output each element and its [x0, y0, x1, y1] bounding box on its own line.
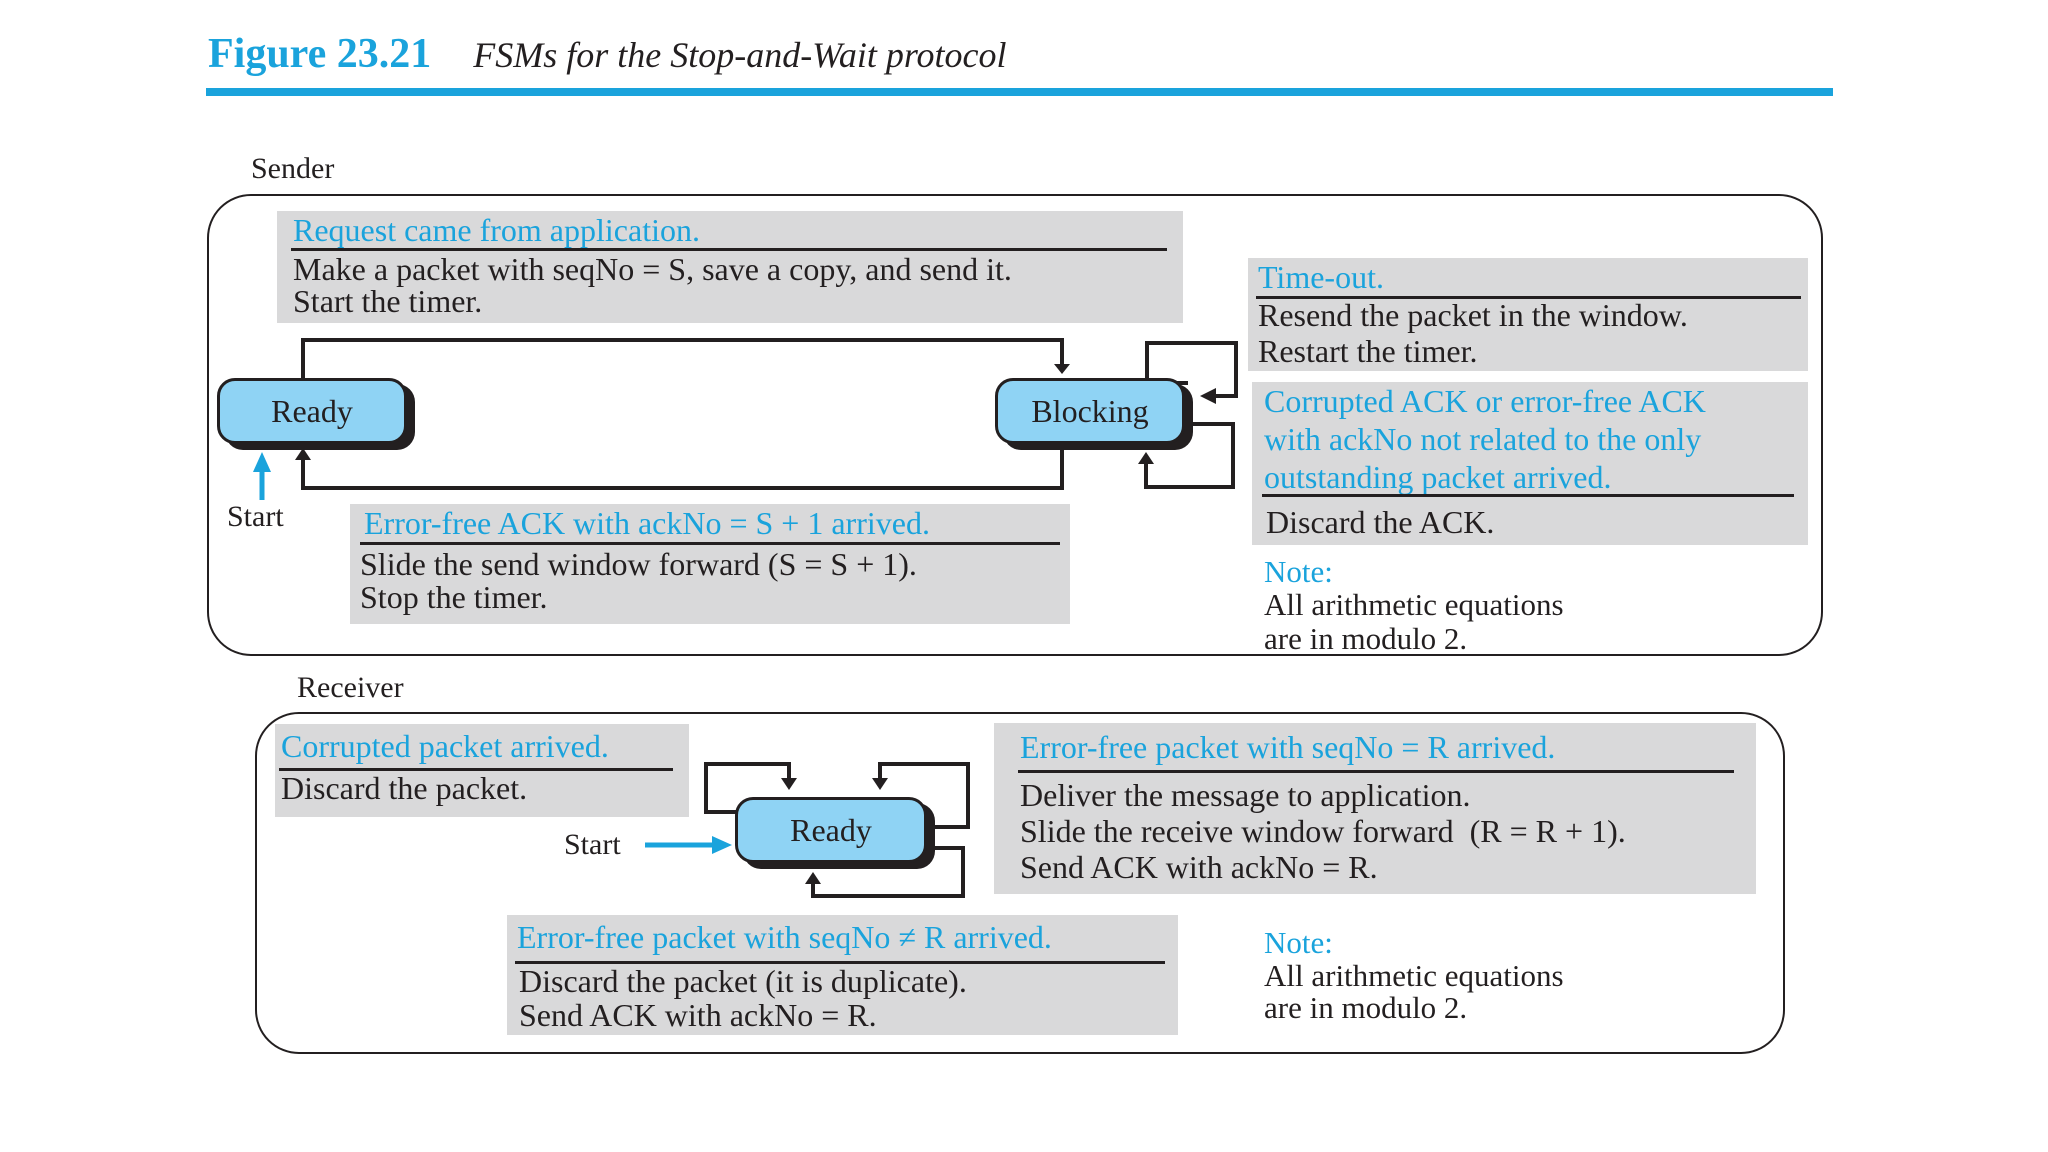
sender-start-arrowhead: [253, 452, 271, 472]
sender-note-heading: Note:: [1264, 554, 1333, 589]
sender-badack-box: Corrupted ACK or error-free ACK with ack…: [1252, 382, 1808, 545]
sender-request-box: Request came from application. Make a pa…: [277, 211, 1183, 323]
badack-arrowhead: [1138, 452, 1154, 464]
corrupted-arrowhead: [781, 778, 797, 790]
sender-label: Sender: [251, 152, 335, 185]
figure-caption: FSMs for the Stop-and-Wait protocol: [473, 35, 1007, 75]
sender-timeout-box: Time-out. Resend the packet in the windo…: [1248, 258, 1808, 371]
sender-badack-rule: [1262, 494, 1794, 497]
receiver-note-heading: Note:: [1264, 925, 1333, 960]
sender-request-action-2: Start the timer.: [293, 283, 483, 319]
send-arrowhead: [1054, 364, 1070, 374]
duplicate-loop-line: [811, 846, 965, 898]
timeout-arrowhead: [1200, 388, 1216, 404]
sender-request-rule: [291, 248, 1167, 251]
sender-request-action-1: Make a packet with seqNo = S, save a cop…: [293, 251, 1012, 287]
receiver-note-line-2: are in modulo 2.: [1264, 990, 1468, 1025]
sender-note-line-2: are in modulo 2.: [1264, 621, 1468, 656]
receiver-state-ready: Ready: [735, 797, 927, 863]
sender-panel: [207, 194, 1823, 656]
sender-ack-rule: [360, 542, 1060, 545]
receiver-corrupted-rule: [279, 768, 673, 771]
inorder-arrowhead: [872, 778, 888, 790]
receiver-start-arrowhead: [712, 836, 732, 854]
receiver-panel: [255, 712, 1785, 1054]
inorder-loop-line: [878, 762, 970, 829]
receiver-duplicate-rule: [515, 961, 1165, 964]
sender-note-line-1: All arithmetic equations: [1264, 587, 1564, 622]
sender-ack-action-2: Stop the timer.: [360, 579, 548, 615]
title-rule: [206, 88, 1833, 96]
sender-start-label: Start: [227, 500, 284, 533]
ack-arrowhead: [295, 448, 311, 460]
receiver-duplicate-action-1: Discard the packet (it is duplicate).: [519, 963, 967, 999]
sender-state-blocking: Blocking: [995, 378, 1185, 444]
receiver-duplicate-event: Error-free packet with seqNo ≠ R arrived…: [517, 919, 1052, 955]
ack-transition-line: [301, 440, 1064, 490]
receiver-inorder-event: Error-free packet with seqNo = R arrived…: [1020, 729, 1556, 765]
sender-badack-event-3: outstanding packet arrived.: [1264, 459, 1612, 495]
receiver-inorder-action-3: Send ACK with ackNo = R.: [1020, 849, 1378, 885]
sender-state-ready: Ready: [217, 378, 407, 444]
receiver-corrupted-event: Corrupted packet arrived.: [281, 728, 609, 764]
sender-timeout-action-1: Resend the packet in the window.: [1258, 297, 1688, 333]
duplicate-arrowhead: [805, 872, 821, 884]
send-transition-line: [301, 338, 1064, 380]
sender-badack-action: Discard the ACK.: [1266, 504, 1495, 540]
sender-timeout-action-2: Restart the timer.: [1258, 333, 1478, 369]
sender-badack-event-1: Corrupted ACK or error-free ACK: [1264, 383, 1706, 419]
figure-number: Figure 23.21: [208, 31, 432, 77]
receiver-note-line-1: All arithmetic equations: [1264, 958, 1564, 993]
figure-title: Figure 23.21 FSMs for the Stop-and-Wait p…: [208, 30, 1007, 80]
receiver-inorder-action-1: Deliver the message to application.: [1020, 777, 1471, 813]
receiver-corrupted-box: Corrupted packet arrived. Discard the pa…: [275, 724, 689, 817]
sender-ack-box: Error-free ACK with ackNo = S + 1 arrive…: [350, 504, 1070, 624]
receiver-duplicate-box: Error-free packet with seqNo ≠ R arrived…: [507, 915, 1178, 1035]
sender-badack-event-2: with ackNo not related to the only: [1264, 421, 1702, 457]
sender-ack-event: Error-free ACK with ackNo = S + 1 arrive…: [364, 505, 930, 541]
corrupted-loop-line: [704, 762, 791, 814]
sender-ack-action-1: Slide the send window forward (S = S + 1…: [360, 546, 917, 582]
sender-request-event: Request came from application.: [293, 212, 700, 248]
badack-loop-line: [1144, 422, 1235, 489]
receiver-inorder-action-2: Slide the receive window forward (R = R …: [1020, 813, 1626, 849]
receiver-label: Receiver: [297, 671, 404, 704]
receiver-inorder-rule: [1018, 770, 1734, 773]
receiver-corrupted-action: Discard the packet.: [281, 770, 528, 806]
sender-timeout-rule: [1256, 296, 1801, 299]
receiver-start-label: Start: [564, 828, 621, 861]
sender-timeout-event: Time-out.: [1258, 259, 1384, 295]
receiver-duplicate-action-2: Send ACK with ackNo = R.: [519, 997, 877, 1033]
receiver-inorder-box: Error-free packet with seqNo = R arrived…: [994, 723, 1756, 894]
